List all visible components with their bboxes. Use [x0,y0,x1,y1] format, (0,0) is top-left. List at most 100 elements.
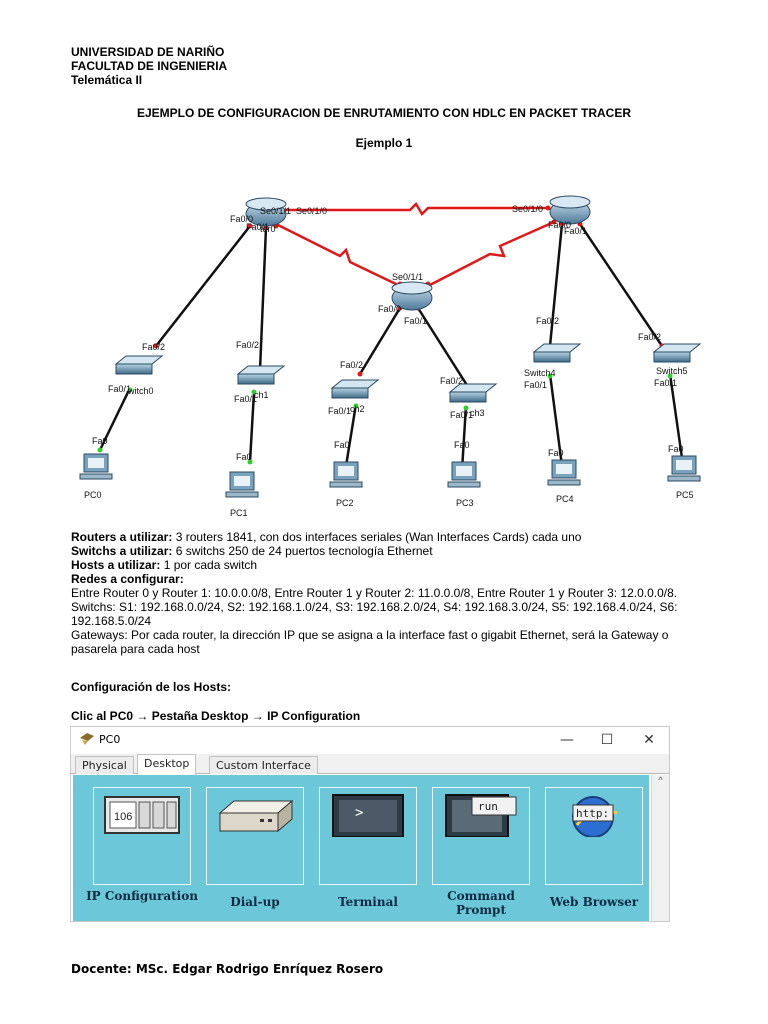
switch-0[interactable] [114,355,164,375]
label-sw3-fa01: Fa0/1 [450,410,473,420]
label-sw5-fa01: Fa0/1 [654,378,677,388]
topology-labels: Fa0/0 Fa0/1 ter0 Se0/1/1 Se0/1/0 Se0/1/0… [84,204,694,518]
label-pc2: PC2 [336,498,354,508]
switch-1[interactable] [236,365,286,385]
command-prompt-label: Command Prompt [447,889,515,917]
switch-5[interactable] [652,343,702,363]
label-r1-fa01: Fa0/1 [564,226,587,236]
pc-5[interactable] [667,455,701,482]
serial-links [275,201,555,288]
label-pc5: PC5 [676,490,694,500]
web-browser-icon: http: [572,796,618,837]
scroll-up-icon[interactable]: ^ [658,775,663,785]
label-sw4-fa02: Fa0/2 [536,316,559,326]
ethernet-links [98,223,684,471]
switchs-label: Switchs a utilizar: [71,544,173,558]
redes-line-1: Entre Router 0 y Router 1: 10.0.0.0/8, E… [71,586,678,600]
hosts-label: Hosts a utilizar: [71,558,161,572]
window-tabs: Physical Desktop Custom Interface [71,754,669,775]
pc-1[interactable] [225,471,259,498]
app-tile [432,787,530,885]
label-sw2-fa01: Fa0/1 [328,406,351,416]
serial-link-r1-r2 [427,220,555,288]
app-tile [206,787,304,885]
label-pc1: PC1 [230,508,248,518]
hosts-text: 1 por cada switch [160,558,258,572]
minimize-button[interactable]: — [560,732,574,748]
label-pc3: PC3 [456,498,474,508]
pc-4[interactable] [547,459,581,486]
label-pc0: PC0 [84,490,102,500]
label-sw0-fa01: Fa0/1 [108,384,131,394]
label-r0-se011: Se0/1/1 [260,206,291,216]
label-r2-se011: Se0/1/1 [392,272,423,282]
modem-icon [218,799,294,833]
ip-configuration-icon: 106 [104,796,180,834]
ip-configuration-label: IP Configuration [86,889,198,903]
switchs-line: Switchs a utilizar: 6 switchs 250 de 24 … [71,544,716,558]
label-sw4-fa01: Fa0/1 [524,380,547,390]
label-sw1-name: ch1 [254,390,269,400]
router-1[interactable] [549,195,591,225]
terminal-icon: > [332,794,404,837]
redes-line-3: 192.168.5.0/24 [71,614,152,628]
label-pc3-fa0: Fa0 [454,440,470,450]
serial-link-r0-r2 [275,222,401,288]
desktop-scrollbar[interactable]: ^ [651,775,669,921]
label-pc4: PC4 [556,494,574,504]
dial-up-label: Dial-up [230,895,280,909]
command-prompt-icon-text: run [478,800,498,813]
label-sw4-name: Switch4 [524,368,556,378]
specifications: Routers a utilizar: 3 routers 1841, con … [71,530,716,656]
switch-2[interactable] [330,379,380,399]
tab-custom-interface[interactable]: Custom Interface [209,756,318,774]
app-tile [545,787,643,885]
label-r0-fa01: Fa0/1 [246,222,269,232]
web-browser-icon-text: http: [576,807,609,820]
example-subtitle: Ejemplo 1 [355,136,413,150]
label-sw1-fa02: Fa0/2 [236,340,259,350]
label-sw0-fa02: Fa0/2 [142,342,165,352]
routers-line: Routers a utilizar: 3 routers 1841, con … [71,530,716,544]
pc-0[interactable] [79,453,113,480]
label-sw2-fa02: Fa0/2 [340,360,363,370]
label-pc4-fa0: Fa0 [548,448,564,458]
tab-desktop[interactable]: Desktop [137,754,197,775]
close-button[interactable]: ✕ [643,732,655,748]
router-2[interactable] [391,281,433,311]
label-r0-fa00: Fa0/0 [230,214,253,224]
pc0-window: PC0 — ☐ ✕ Physical Desktop Custom Interf… [70,726,670,922]
router-0[interactable] [245,197,287,227]
ip-icon-text: 106 [114,811,132,823]
serial-link-r0-r1 [282,201,548,217]
label-r1-se010: Se0/1/0 [512,204,543,214]
hosts-config-heading: Configuración de los Hosts: [71,680,232,694]
label-r0-se010: Se0/1/0 [296,206,327,216]
redes-line-2: Switchs: S1: 192.168.0.0/24, S2: 192.168… [71,600,678,614]
app-tile [319,787,417,885]
switch-3[interactable] [448,383,498,403]
label-pc0-fa0: Fa0 [92,436,108,446]
faculty-name: FACULTAD DE INGENIERIA [71,59,228,73]
window-titlebar: PC0 — ☐ ✕ [71,727,669,753]
app-tile [93,787,191,885]
label-pc2-fa0: Fa0 [334,440,350,450]
pc-2[interactable] [329,461,363,488]
label-r2-fa01: Fa0/1 [404,316,427,326]
terminal-icon-text: > [355,805,363,821]
tab-physical[interactable]: Physical [75,756,134,774]
web-browser-label: Web Browser [549,895,639,909]
terminal-label: Terminal [338,895,398,909]
packet-tracer-app-icon [80,733,94,745]
desktop-panel: 106 IP Configuration Dial-up > Terminal [73,775,649,921]
label-pc5-fa0: Fa0 [668,444,684,454]
pc-3[interactable] [447,461,481,488]
label-sw5-fa02: Fa0/2 [638,332,661,342]
switch-4[interactable] [532,343,582,363]
maximize-button[interactable]: ☐ [600,732,614,748]
label-sw0-name: witch0 [127,386,154,396]
label-r0-name: ter0 [260,224,276,234]
document-header: UNIVERSIDAD DE NARIÑO FACULTAD DE INGENI… [71,45,227,87]
document-title: EJEMPLO DE CONFIGURACION DE ENRUTAMIENTO… [136,106,631,120]
university-name: UNIVERSIDAD DE NARIÑO [71,45,225,59]
